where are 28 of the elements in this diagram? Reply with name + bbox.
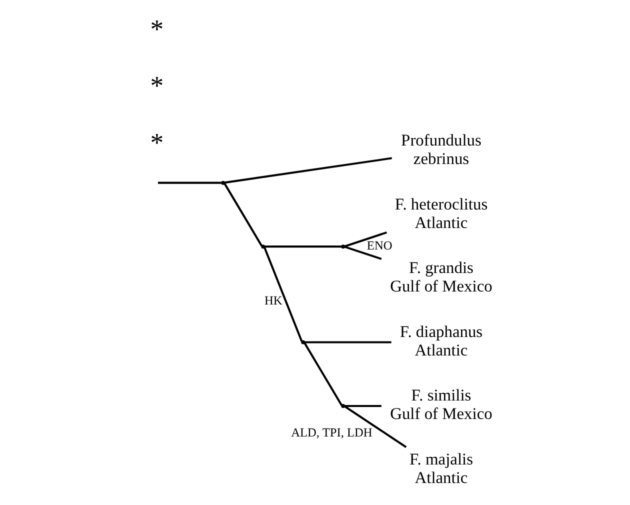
- node-point: [341, 404, 346, 408]
- connector: [224, 157, 392, 184]
- node-text: F. similis Gulf of Mexico: [390, 386, 492, 424]
- connector: [264, 246, 342, 248]
- node-point: [301, 340, 306, 344]
- label: *: [150, 14, 164, 44]
- node-text: F. heteroclitus Atlantic: [394, 194, 488, 232]
- connector: [304, 342, 343, 406]
- node-text: Profundulus zebrinus: [401, 130, 482, 168]
- label: *: [150, 70, 164, 101]
- connector: [344, 246, 382, 260]
- edge-label: HK: [264, 293, 282, 308]
- connector: [344, 231, 388, 248]
- connector: [224, 183, 263, 246]
- node-text: F. diaphanus Atlantic: [400, 322, 483, 360]
- node-text: F. majalis Atlantic: [409, 449, 474, 487]
- node-point: [341, 244, 346, 249]
- connector: [344, 406, 407, 448]
- node-text: F. grandis Gulf of Mexico: [390, 258, 492, 296]
- edge-label: ALD, TPI, LDH: [291, 426, 372, 440]
- connector: [344, 404, 382, 408]
- connector: [158, 182, 222, 184]
- connector: [304, 341, 392, 344]
- node-point: [221, 180, 226, 185]
- edge-label: ENO: [366, 238, 392, 252]
- label: *: [150, 127, 164, 158]
- node-point: [261, 244, 266, 249]
- connector: [264, 247, 303, 342]
